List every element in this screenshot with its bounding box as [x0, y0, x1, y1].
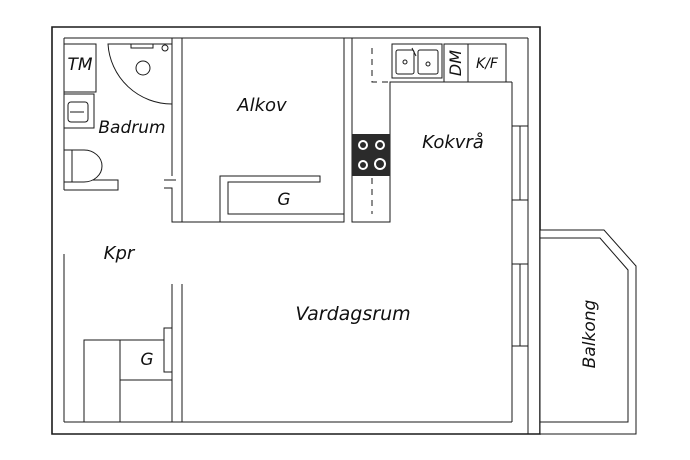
- label-vardagsrum: Vardagsrum: [295, 303, 410, 325]
- kitchen: [351, 38, 512, 223]
- label-dm: DM: [446, 50, 465, 76]
- living-room-walls: [511, 82, 529, 434]
- washing-machine: [63, 43, 97, 93]
- fridge-freezer: [467, 43, 507, 83]
- stove-icon: [352, 134, 390, 176]
- room-labels: TM Badrum Alkov G DM K/F Kokvrå Kpr G Va…: [67, 50, 600, 370]
- label-hall-closet: G: [140, 350, 153, 370]
- bathroom-fixtures: [63, 43, 173, 183]
- alkov-walls: [181, 38, 345, 223]
- label-kokvra: Kokvrå: [422, 132, 484, 153]
- label-alkov: Alkov: [236, 95, 287, 116]
- label-alkov-closet: G: [277, 190, 290, 210]
- label-balkong: Balkong: [580, 299, 600, 368]
- shower-drain-icon: [135, 60, 151, 76]
- label-kpr: Kpr: [104, 243, 136, 264]
- alkov-closet: [219, 175, 345, 223]
- balcony: [539, 229, 637, 435]
- label-tm: TM: [67, 55, 92, 75]
- toilet-icon: [63, 149, 103, 183]
- hall-closet: [83, 339, 173, 423]
- label-kf: K/F: [476, 56, 499, 72]
- label-badrum: Badrum: [98, 118, 165, 138]
- kitchen-sink: [391, 43, 443, 79]
- hall-walls: [83, 284, 183, 423]
